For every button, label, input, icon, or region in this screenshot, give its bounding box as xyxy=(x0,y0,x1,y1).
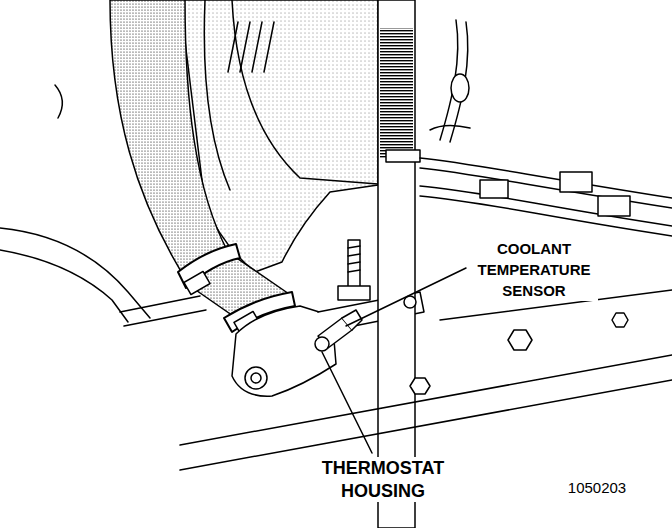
engine-casting xyxy=(232,0,378,184)
bypass-tube xyxy=(120,296,206,326)
casting-edge xyxy=(204,0,230,190)
clamp-screw xyxy=(184,271,210,294)
leader-line xyxy=(322,352,372,453)
wire-harness xyxy=(420,186,672,236)
wire-connector xyxy=(480,180,508,198)
bolt-head xyxy=(410,378,430,394)
part-label: COOLANT TEMPERATURE SENSOR xyxy=(470,238,598,301)
figure-number: 1050203 xyxy=(560,479,634,497)
left-housing xyxy=(55,85,62,118)
part-label: THERMOSTAT HOUSING xyxy=(313,457,453,502)
cooling-fins xyxy=(228,22,274,72)
rail-bracket xyxy=(386,150,420,162)
wire-connector xyxy=(598,196,630,216)
stud-threads xyxy=(348,246,360,272)
sensor-hex xyxy=(315,337,329,351)
housing-bolt xyxy=(251,373,261,383)
wire-connector xyxy=(560,172,592,192)
frame-bar xyxy=(180,355,672,470)
stud-nut xyxy=(338,286,370,300)
bolt-head xyxy=(612,313,628,327)
leader-line xyxy=(346,268,466,326)
housing-bolt xyxy=(245,367,267,389)
radiator-hose xyxy=(110,0,228,286)
fan-shroud xyxy=(0,228,150,322)
vertical-rail xyxy=(378,0,415,528)
rail-hatching xyxy=(380,28,413,158)
bolt-head xyxy=(508,330,532,350)
stud xyxy=(348,240,360,288)
wire-clip xyxy=(430,125,470,130)
thermostat-housing xyxy=(232,306,336,396)
line-fitting xyxy=(451,74,469,102)
